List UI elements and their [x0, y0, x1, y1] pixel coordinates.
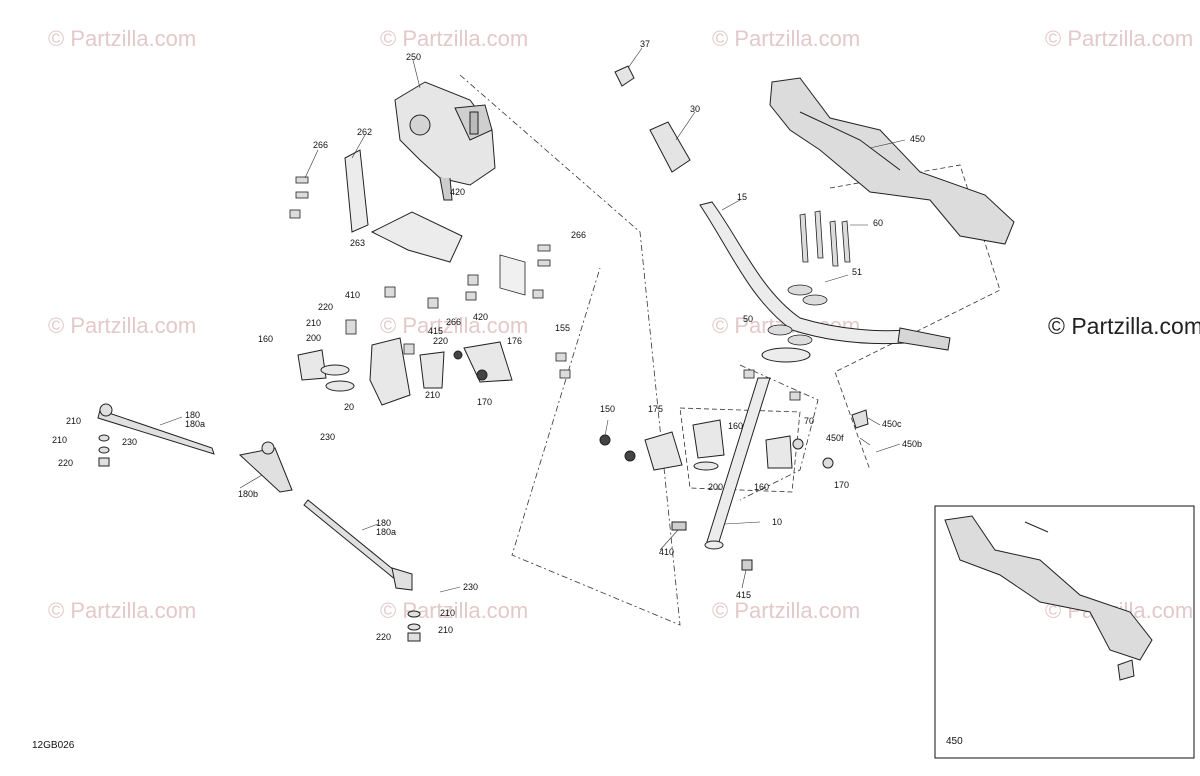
callout: 230 — [463, 582, 478, 592]
callout: 410 — [345, 290, 360, 300]
callout: 450c — [882, 419, 902, 429]
callout: 37 — [640, 39, 650, 49]
bolts — [289, 176, 571, 379]
watermark: © Partzilla.com — [380, 26, 529, 51]
callout: 210 — [306, 318, 321, 328]
drawing-code: 12GB026 — [32, 740, 75, 751]
callout: 210 — [440, 608, 455, 618]
callout: 10 — [772, 517, 782, 527]
callout: 200 — [306, 333, 321, 343]
callout: 30 — [690, 104, 700, 114]
inset-frame — [934, 505, 1195, 759]
callout: 220 — [433, 336, 448, 346]
watermark: © Partzilla.com — [48, 26, 197, 51]
power-steering-unit — [394, 81, 496, 201]
watermark: © Partzilla.com — [1045, 26, 1194, 51]
watermark: © Partzilla.com — [48, 313, 197, 338]
bolt — [743, 369, 755, 379]
clamp-assembly — [297, 337, 513, 406]
callout: 230 — [122, 437, 137, 447]
callout: 220 — [376, 632, 391, 642]
callout: 210 — [52, 435, 67, 445]
dashed-outline — [459, 74, 681, 626]
callout: 170 — [477, 397, 492, 407]
callout: 180a — [376, 527, 396, 537]
callout: 70 — [804, 416, 814, 426]
tie-rod-lower — [303, 499, 421, 642]
watermark: © Partzilla.com — [712, 598, 861, 623]
callout: 180 — [376, 518, 391, 528]
plate — [499, 254, 526, 296]
callout: 263 — [350, 238, 365, 248]
callout: 60 — [873, 218, 883, 228]
grip-parts — [614, 65, 691, 173]
callout: 410 — [659, 547, 674, 557]
callout: 450 — [910, 134, 925, 144]
callout: 210 — [438, 625, 453, 635]
handguard-clip — [851, 409, 869, 429]
callout: 220 — [58, 458, 73, 468]
callout: 266 — [571, 230, 586, 240]
callout: 420 — [473, 312, 488, 322]
callout: 220 — [318, 302, 333, 312]
callout: 155 — [555, 323, 570, 333]
callout: 160 — [754, 482, 769, 492]
callout: 250 — [406, 52, 421, 62]
callout: 266 — [313, 140, 328, 150]
brand-watermark: © Partzilla.com — [1048, 313, 1200, 339]
inset-label: 450 — [946, 736, 963, 747]
callout: 175 — [648, 404, 663, 414]
callout: 180 — [185, 410, 200, 420]
steering-column — [671, 347, 811, 571]
callout: 210 — [425, 390, 440, 400]
callout: 180a — [185, 419, 205, 429]
callout: 450f — [826, 433, 844, 443]
watermark: © Partzilla.com — [712, 26, 861, 51]
callout: 15 — [737, 192, 747, 202]
column-clamps-right — [599, 419, 834, 471]
callout: 415 — [736, 590, 751, 600]
callout: 415 — [428, 326, 443, 336]
callout: 210 — [66, 416, 81, 426]
callout: 180b — [238, 489, 258, 499]
watermark: © Partzilla.com — [380, 598, 529, 623]
callout: 170 — [834, 480, 849, 490]
handguard — [769, 77, 1015, 245]
callout: 230 — [320, 432, 335, 442]
callout: 150 — [600, 404, 615, 414]
callout-labels: 37 30 250 262 266 420 263 266 410 220 21… — [52, 39, 925, 642]
callout: 20 — [344, 402, 354, 412]
callout: 450b — [902, 439, 922, 449]
callout: 160 — [728, 421, 743, 431]
callout: 51 — [852, 267, 862, 277]
watermark: © Partzilla.com — [48, 598, 197, 623]
callout: 262 — [357, 127, 372, 137]
tie-rod-center — [238, 441, 293, 493]
inset-handguard — [944, 515, 1153, 681]
dashed-outline — [739, 364, 819, 501]
callout: 176 — [507, 336, 522, 346]
callout: 266 — [446, 317, 461, 327]
callout: 200 — [708, 482, 723, 492]
watermark: © Partzilla.com — [380, 313, 529, 338]
callout: 50 — [743, 314, 753, 324]
callout: 160 — [258, 334, 273, 344]
inset-strap — [1024, 521, 1049, 533]
handlebar — [699, 201, 951, 351]
leader-lines — [159, 47, 906, 593]
handlebar-bolts — [767, 210, 851, 346]
callout: 420 — [450, 187, 465, 197]
tie-rod-upper — [97, 403, 215, 467]
bolt — [789, 391, 801, 401]
